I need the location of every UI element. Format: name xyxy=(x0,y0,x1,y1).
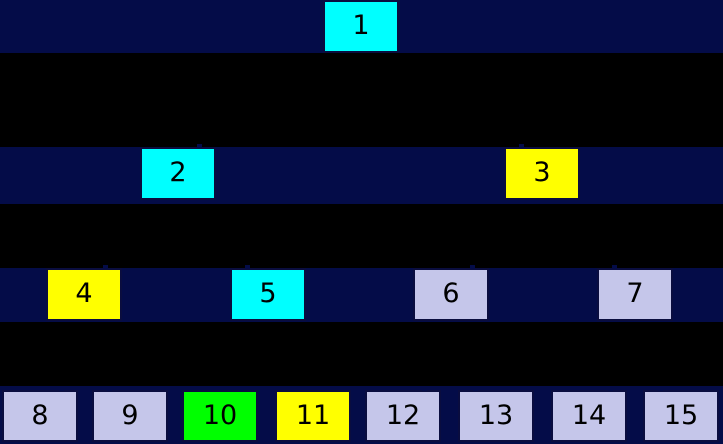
tree-node-12: 12 xyxy=(365,387,441,442)
parent-connector-stub xyxy=(612,265,617,269)
parent-connector-stub xyxy=(239,387,244,391)
tree-node-label: 14 xyxy=(571,399,607,431)
tree-node-2: 2 xyxy=(140,144,216,200)
parent-connector-stub xyxy=(103,265,108,269)
tree-node-11: 11 xyxy=(275,387,351,442)
tree-node-8: 8 xyxy=(2,387,78,442)
tree-node-9: 9 xyxy=(92,387,168,442)
tree-node-label: 12 xyxy=(385,399,421,431)
tree-node-label: 11 xyxy=(295,399,331,431)
parent-connector-stub xyxy=(608,387,613,391)
tree-node-label: 1 xyxy=(352,10,370,41)
tree-node-10: 10 xyxy=(182,387,258,442)
parent-connector-stub xyxy=(422,387,427,391)
tree-node-label: 3 xyxy=(533,157,551,188)
tree-node-label: 4 xyxy=(75,278,93,309)
parent-connector-stub xyxy=(473,387,478,391)
tree-level-band-2 xyxy=(0,147,723,204)
parent-connector-stub xyxy=(519,144,524,148)
tree-node-13: 13 xyxy=(458,387,534,442)
tree-node-6: 6 xyxy=(413,265,489,321)
tree-node-14: 14 xyxy=(551,387,627,442)
parent-connector-stub xyxy=(197,144,202,148)
parent-connector-stub xyxy=(59,387,64,391)
tree-node-15: 15 xyxy=(643,387,719,442)
tree-node-label: 9 xyxy=(121,399,139,431)
tree-node-label: 2 xyxy=(169,157,187,188)
tree-node-label: 6 xyxy=(442,278,460,309)
parent-connector-stub xyxy=(245,265,250,269)
parent-connector-stub xyxy=(658,387,663,391)
tree-node-7: 7 xyxy=(597,265,673,321)
tree-node-label: 15 xyxy=(663,399,699,431)
tree-node-label: 5 xyxy=(259,278,277,309)
parent-connector-stub xyxy=(470,265,475,269)
parent-connector-stub xyxy=(107,387,112,391)
tree-node-label: 10 xyxy=(202,399,238,431)
tree-node-4: 4 xyxy=(46,265,122,321)
parent-connector-stub xyxy=(290,387,295,391)
tree-node-1: 1 xyxy=(323,0,399,53)
tree-node-label: 8 xyxy=(31,399,49,431)
tree-node-3: 3 xyxy=(504,144,580,200)
tree-node-5: 5 xyxy=(230,265,306,321)
tree-node-label: 7 xyxy=(626,278,644,309)
tree-node-label: 13 xyxy=(478,399,514,431)
